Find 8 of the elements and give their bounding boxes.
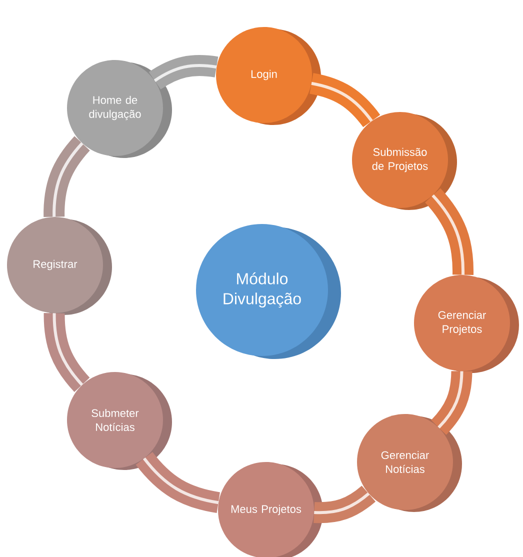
ring-band — [44, 136, 90, 217]
ring-band — [136, 452, 220, 513]
ring-band — [44, 313, 90, 392]
ring-band — [309, 73, 380, 128]
ring-band — [148, 55, 218, 90]
ring-band — [430, 370, 472, 435]
ring-band — [424, 188, 474, 275]
ring-band — [314, 486, 376, 524]
